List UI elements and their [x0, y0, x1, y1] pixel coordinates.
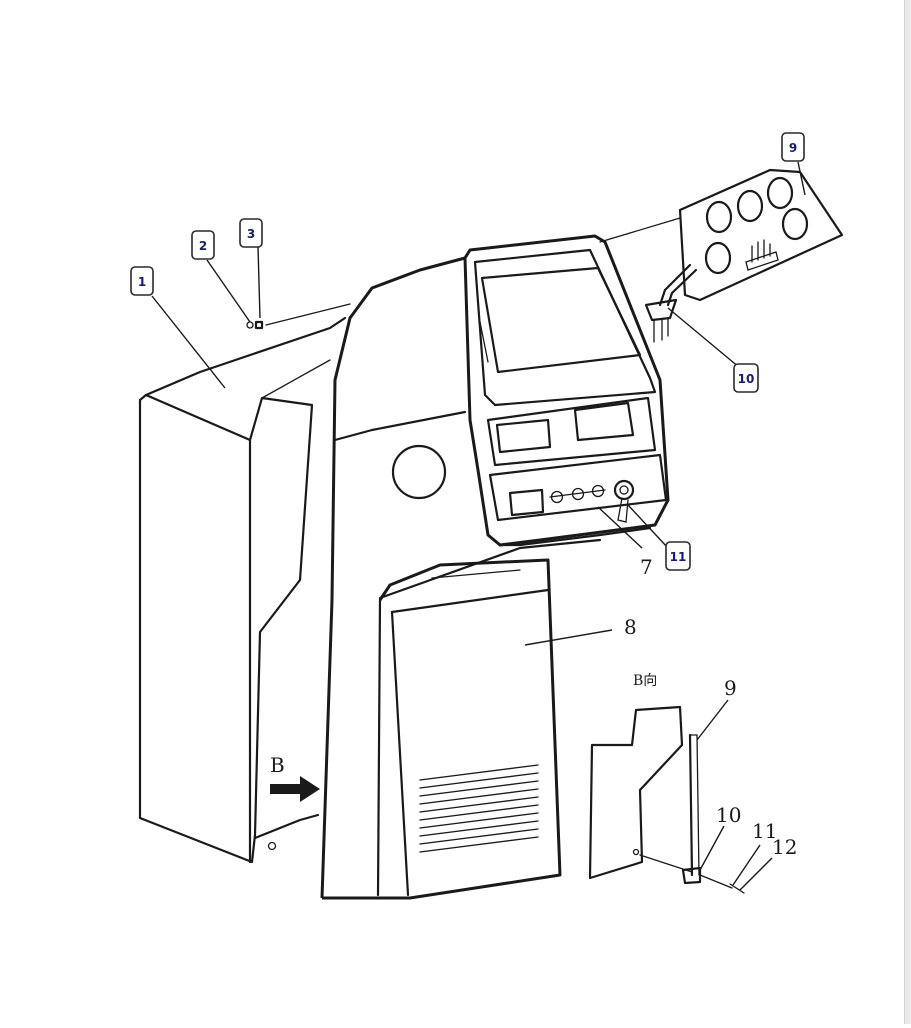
label-part-7: 7	[640, 555, 653, 579]
ignition-key	[613, 479, 635, 523]
label-detail-10: 10	[716, 803, 741, 827]
label-part-8: 8	[624, 615, 637, 639]
warning-lamp-cluster	[745, 239, 779, 271]
connector-part-10	[644, 298, 678, 343]
label-detail-12: 12	[772, 835, 797, 859]
callout-1: 1	[130, 266, 154, 296]
console-body	[320, 256, 602, 900]
vertical-scrollbar[interactable]	[904, 0, 911, 1024]
callout-9: 9	[781, 132, 805, 162]
svg-text:9: 9	[789, 141, 797, 155]
label-view-b: B	[270, 753, 285, 777]
vent-grille	[419, 764, 539, 853]
detail-view-b	[588, 699, 773, 894]
view-arrow-b	[270, 776, 320, 802]
callout-10: 10	[733, 363, 759, 393]
svg-text:10: 10	[738, 372, 755, 386]
callout-2: 2	[191, 230, 215, 260]
toggle-switches	[549, 484, 606, 504]
gauge-panel-part-9	[599, 168, 844, 307]
side-panel-part-1	[138, 316, 347, 864]
svg-text:3: 3	[247, 227, 255, 241]
svg-text:1: 1	[138, 275, 146, 289]
label-view-b-title: B向	[633, 673, 657, 689]
label-detail-9: 9	[724, 676, 737, 700]
callout-11: 11	[665, 541, 691, 571]
leader-lines	[151, 161, 806, 646]
instrument-housing	[463, 234, 670, 547]
svg-text:2: 2	[199, 239, 207, 253]
label-detail-11: 11	[752, 819, 777, 843]
callout-3: 3	[239, 218, 263, 248]
svg-text:11: 11	[670, 550, 687, 564]
